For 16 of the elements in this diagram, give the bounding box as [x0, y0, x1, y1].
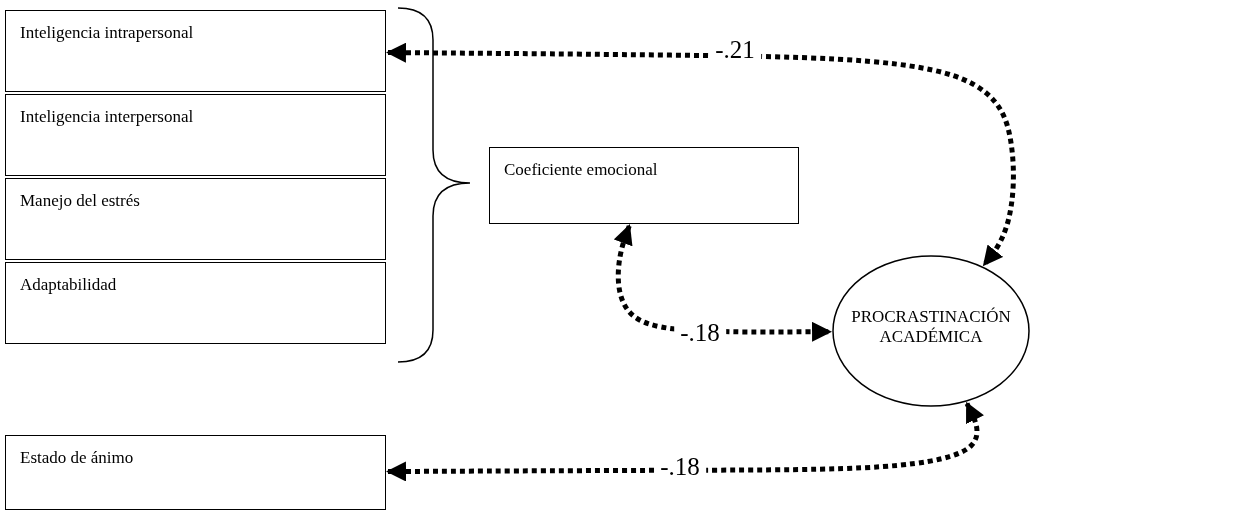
- correlation-arrow: [386, 42, 1016, 267]
- node-label: Estado de ánimo: [20, 448, 134, 468]
- node-label: Adaptabilidad: [20, 275, 117, 295]
- variable-box: [5, 10, 386, 92]
- correlation-arrow: [386, 401, 984, 482]
- node-label: Coeficiente emocional: [504, 160, 658, 180]
- variable-box: [5, 94, 386, 176]
- variable-box: [489, 147, 799, 224]
- node-label: Inteligencia intrapersonal: [20, 23, 194, 43]
- node-label: Inteligencia interpersonal: [20, 107, 194, 127]
- variable-box: [5, 262, 386, 344]
- variable-box: [5, 435, 386, 510]
- construct-ellipse: [832, 255, 1030, 407]
- variable-box: [5, 178, 386, 260]
- node-label: Manejo del estrés: [20, 191, 140, 211]
- node-label: PROCRASTINACIÓN ACADÉMICA: [850, 307, 1012, 347]
